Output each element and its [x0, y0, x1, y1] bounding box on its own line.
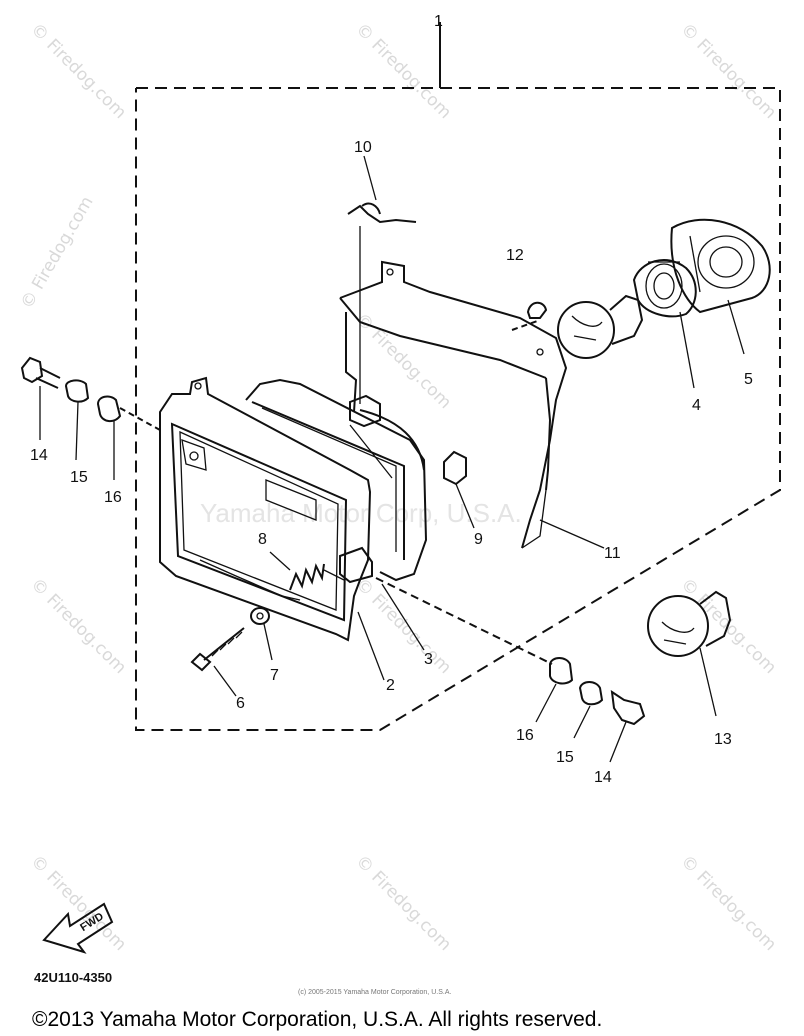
callout-14b: 14	[594, 769, 612, 786]
callout-15b: 15	[556, 749, 574, 766]
headlight-unit-part-3	[245, 378, 428, 582]
bulb-socket-part-4	[632, 259, 697, 318]
watermark: © Firedog.com	[26, 574, 130, 678]
nut-part-9	[443, 450, 475, 529]
collar-part-15-left	[64, 379, 90, 461]
watermark: © Firedog.com	[351, 574, 455, 678]
bolt-part-14-right	[609, 689, 646, 763]
grommet-part-16-right	[375, 577, 574, 723]
watermark: © Firedog.com	[26, 851, 130, 955]
callout-11: 11	[604, 545, 621, 562]
callout-4: 4	[692, 397, 701, 414]
watermark-layer: © Firedog.com © Firedog.com © Firedog.co…	[17, 19, 780, 955]
callout-16b: 16	[516, 727, 534, 744]
callout-16a: 16	[104, 489, 122, 506]
socket-cover-part-5	[670, 218, 771, 314]
pilot-bulb-part-12	[526, 301, 548, 319]
callout-10: 10	[354, 139, 372, 156]
callout-12: 12	[506, 247, 524, 264]
fine-print: (c) 2005-2015 Yamaha Motor Corporation, …	[298, 989, 451, 996]
washer-part-7	[250, 607, 273, 661]
spring-clip-part-10	[347, 155, 417, 404]
callout-labels: 1 10 12 5 4 14 15 16 9 8 11 3 7 2 6 16 1…	[30, 13, 753, 786]
callout-6: 6	[236, 695, 245, 712]
assembly-boundary	[135, 22, 781, 731]
bolt-part-14-left	[20, 356, 61, 440]
callout-14a: 14	[30, 447, 48, 464]
callout-1: 1	[434, 13, 443, 30]
callout-13: 13	[714, 731, 732, 748]
callout-3: 3	[424, 651, 433, 668]
headlight-bulb	[557, 294, 644, 359]
watermark: © Firedog.com	[17, 193, 98, 312]
leader-lines	[213, 299, 745, 697]
callout-2: 2	[386, 677, 395, 694]
headlight-bracket-part-11	[339, 260, 568, 549]
callout-7: 7	[270, 667, 279, 684]
watermark: © Firedog.com	[676, 851, 780, 955]
grommet-part-16-left	[96, 395, 161, 480]
bulb-part-13	[647, 590, 732, 717]
drawing-code: 42U110-4350	[34, 970, 112, 985]
copyright-notice: ©2013 Yamaha Motor Corporation, U.S.A. A…	[32, 1008, 602, 1031]
callout-5: 5	[744, 371, 753, 388]
watermark: © Firedog.com	[351, 851, 455, 955]
adjusting-spring-part-8	[269, 551, 345, 591]
adjusting-screw-part-6	[190, 627, 245, 672]
watermark: © Firedog.com	[26, 19, 130, 123]
headlight-rim-part-2	[159, 376, 373, 642]
collar-part-15-right	[573, 681, 604, 739]
callout-15a: 15	[70, 469, 88, 486]
callout-9: 9	[474, 531, 483, 548]
callout-8: 8	[258, 531, 267, 548]
watermark: © Firedog.com	[676, 19, 780, 123]
watermark-center: Yamaha Motor Corp, U.S.A.	[200, 498, 522, 528]
